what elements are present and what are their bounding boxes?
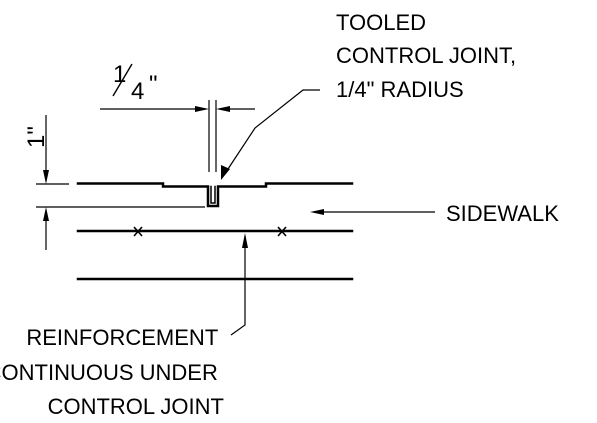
joint-callout-leader [221, 89, 320, 180]
sidewalk-callout-text: SIDEWALK [446, 201, 559, 226]
depth-arrowhead-up [43, 207, 49, 221]
reinforcement-callout-line-1: REINFORCEMENT [26, 325, 218, 350]
joint-callout-line-1: TOOLED [336, 10, 426, 35]
fraction-bar [112, 63, 133, 97]
reinforcement-marks [133, 226, 287, 237]
fraction-denominator: 4 [131, 78, 144, 105]
fraction-numerator: 1 [113, 61, 126, 88]
reinforcement-x-mark [277, 226, 287, 237]
sidewalk-slab [76, 182, 354, 281]
reinforcement-callout-line-3: CONTROL JOINT [48, 394, 224, 419]
reinforcement-callout-text: REINFORCEMENT CONTINUOUS UNDER CONTROL J… [0, 325, 224, 419]
arrowhead-right [195, 106, 209, 112]
joint-depth-label: 1" [23, 126, 50, 148]
joint-depth-dimension [36, 115, 205, 250]
joint-callout-text: TOOLED CONTROL JOINT, 1/4" RADIUS [336, 10, 522, 102]
sidewalk-callout-leader [310, 209, 435, 215]
joint-callout-line-2: CONTROL JOINT, [336, 43, 516, 68]
arrowhead-left [216, 106, 230, 112]
fraction-unit: " [149, 71, 158, 98]
reinforcement-callout-leader [230, 233, 248, 336]
slab-top-surface [76, 182, 354, 208]
tooled-joint-groove [210, 185, 216, 204]
reinforcement-x-mark [133, 226, 143, 237]
depth-arrowhead-down [43, 170, 49, 184]
joint-width-dimension [100, 100, 255, 172]
joint-width-label: 1 4 " [112, 61, 158, 105]
reinforcement-callout-line-2: CONTINUOUS UNDER [0, 360, 218, 385]
joint-callout-line-3: 1/4" RADIUS [336, 77, 464, 102]
